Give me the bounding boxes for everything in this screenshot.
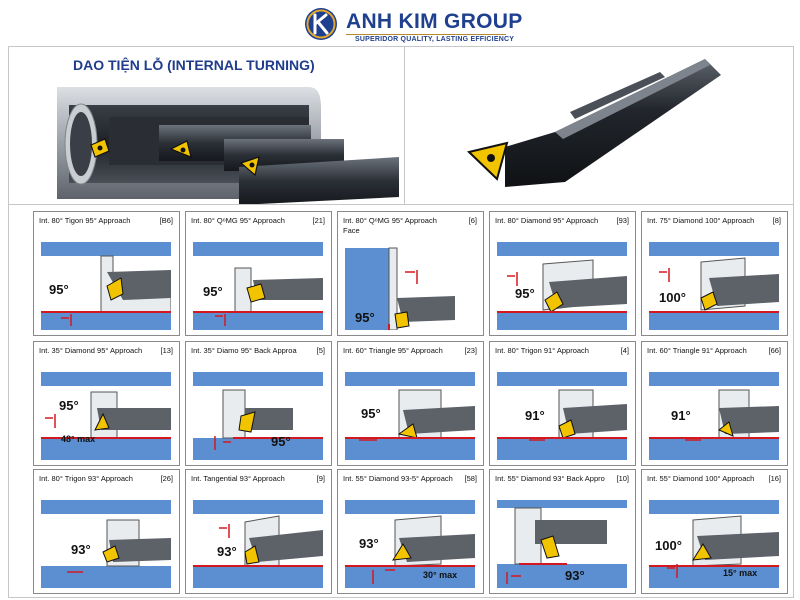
approach-angle: 95° (203, 284, 223, 299)
header: ANH KIM GROUP SUPERIDOR QUALITY, LASTING… (0, 0, 800, 50)
brand-name: ANH KIM GROUP (346, 10, 523, 33)
max-angle-label: 48° max (61, 434, 95, 444)
tool-title: Int. 75° Diamond 100° Approach (647, 216, 755, 225)
tool-card: Int. Tangential 93° Approach [9] 93° (185, 469, 332, 594)
hero-panel: DAO TIỆN LỖ (INTERNAL TURNING) (8, 46, 406, 206)
tool-diagram: 93° (497, 500, 627, 588)
tool-card: Int. 60° Triangle 91° Approach [66] 91° (641, 341, 788, 466)
tool-code: [93] (616, 216, 629, 225)
approach-angle: 95° (59, 398, 79, 413)
tool-card: Int. 80° QᵒMG 95° Approach [21] 95° (185, 211, 332, 336)
tool-diagram: 95° (497, 242, 627, 330)
tool-title: Int. 80° Trigon 91° Approach (495, 346, 589, 355)
tool-code: [21] (312, 216, 325, 225)
tool-code: [13] (160, 346, 173, 355)
tool-code: [10] (616, 474, 629, 483)
approach-angle: 95° (361, 406, 381, 421)
tool-title: Int. 80° Trigon 93° Approach (39, 474, 133, 483)
approach-angle: 91° (525, 408, 545, 423)
tool-card: Int. 80° Trigon 93° Approach [26] 93° (33, 469, 180, 594)
tool-card: Int. 80° Diamond 95° Approach [93] 95° (489, 211, 636, 336)
tool-grid: Int. 80° Tigon 95° Approach [B6] 95° Int… (8, 204, 794, 598)
tool-card: Int. 35° Diamond 95° Approach [13] 95° 4… (33, 341, 180, 466)
tool-code: [66] (768, 346, 781, 355)
tagline-rule (346, 34, 506, 35)
tool-diagram: 95° (193, 372, 323, 460)
tool-code: [6] (468, 216, 477, 225)
brand-tagline: SUPERIDOR QUALITY, LASTING EFFICIENCY (355, 36, 515, 43)
tool-card: Int. 55° Diamond 93° Back Appro [10] 93° (489, 469, 636, 594)
tool-card: Int. 35° Diamo 95° Back Approa [5] 95° (185, 341, 332, 466)
hero-title: DAO TIỆN LỖ (INTERNAL TURNING) (73, 57, 315, 73)
tool-title: Int. 80° QᵒMG 95° Approach (191, 216, 285, 225)
approach-angle: 95° (515, 286, 535, 301)
max-angle-label: 30° max (423, 570, 457, 580)
tool-title: Int. 80° QᵒMG 95° Approach Face (343, 216, 437, 235)
tool-title: Int. 35° Diamo 95° Back Approa (191, 346, 297, 355)
tool-title: Int. 55° Diamond 93-5° Approach (343, 474, 453, 483)
tool-card: Int. 75° Diamond 100° Approach [8] 100° (641, 211, 788, 336)
tool-diagram: 95° (345, 242, 475, 330)
tool-card: Int. 80° QᵒMG 95° Approach Face [6] 95° (337, 211, 484, 336)
tool-diagram: 95° (193, 242, 323, 330)
tool-title: Int. Tangential 93° Approach (191, 474, 285, 483)
max-angle-label: 15° max (723, 568, 757, 578)
tool-diagram: 91° (497, 372, 627, 460)
approach-angle: 93° (71, 542, 91, 557)
tool-diagram: 93° (193, 500, 323, 588)
tool-diagram: 93° (41, 500, 171, 588)
tool-title: Int. 80° Diamond 95° Approach (495, 216, 599, 225)
tool-code: [B6] (159, 216, 173, 225)
tool-diagram: 95° (41, 242, 171, 330)
approach-angle: 95° (49, 282, 69, 297)
tool-card: Int. 80° Tigon 95° Approach [B6] 95° (33, 211, 180, 336)
tool-card: Int. 55° Diamond 93-5° Approach [58] 93°… (337, 469, 484, 594)
approach-angle: 100° (659, 290, 686, 305)
internal-turning-illustration (57, 87, 399, 205)
anh-kim-logo-icon (305, 8, 337, 40)
tool-card: Int. 80° Trigon 91° Approach [4] 91° (489, 341, 636, 466)
approach-angle: 93° (565, 568, 585, 583)
tool-diagram: 100° 15° max (649, 500, 779, 588)
approach-angle: 95° (355, 310, 375, 325)
tool-title: Int. 60° Triangle 91° Approach (647, 346, 747, 355)
tool-diagram: 95° 48° max (41, 372, 171, 460)
tool-diagram: 93° 30° max (345, 500, 475, 588)
approach-angle: 93° (359, 536, 379, 551)
tool-diagram: 100° (649, 242, 779, 330)
tool-code: [16] (768, 474, 781, 483)
tool-diagram: 95° (345, 372, 475, 460)
tool-title: Int. 80° Tigon 95° Approach (39, 216, 131, 225)
boring-bar-panel (404, 46, 794, 206)
tool-title: Int. 60° Triangle 95° Approach (343, 346, 443, 355)
tool-code: [26] (160, 474, 173, 483)
tool-code: [4] (620, 346, 629, 355)
tool-title: Int. 55° Diamond 93° Back Appro (495, 474, 605, 483)
tool-card: Int. 55° Diamond 100° Approach [16] 100°… (641, 469, 788, 594)
tool-code: [5] (316, 346, 325, 355)
approach-angle: 91° (671, 408, 691, 423)
tool-code: [8] (772, 216, 781, 225)
tool-code: [9] (316, 474, 325, 483)
tool-title: Int. 35° Diamond 95° Approach (39, 346, 143, 355)
approach-angle: 100° (655, 538, 682, 553)
tool-title: Int. 55° Diamond 100° Approach (647, 474, 755, 483)
approach-angle: 95° (271, 434, 291, 449)
approach-angle: 93° (217, 544, 237, 559)
boring-bar-illustration (466, 59, 721, 187)
tool-card: Int. 60° Triangle 95° Approach [23] 95° (337, 341, 484, 466)
tool-diagram: 91° (649, 372, 779, 460)
tool-code: [23] (464, 346, 477, 355)
tool-code: [58] (464, 474, 477, 483)
